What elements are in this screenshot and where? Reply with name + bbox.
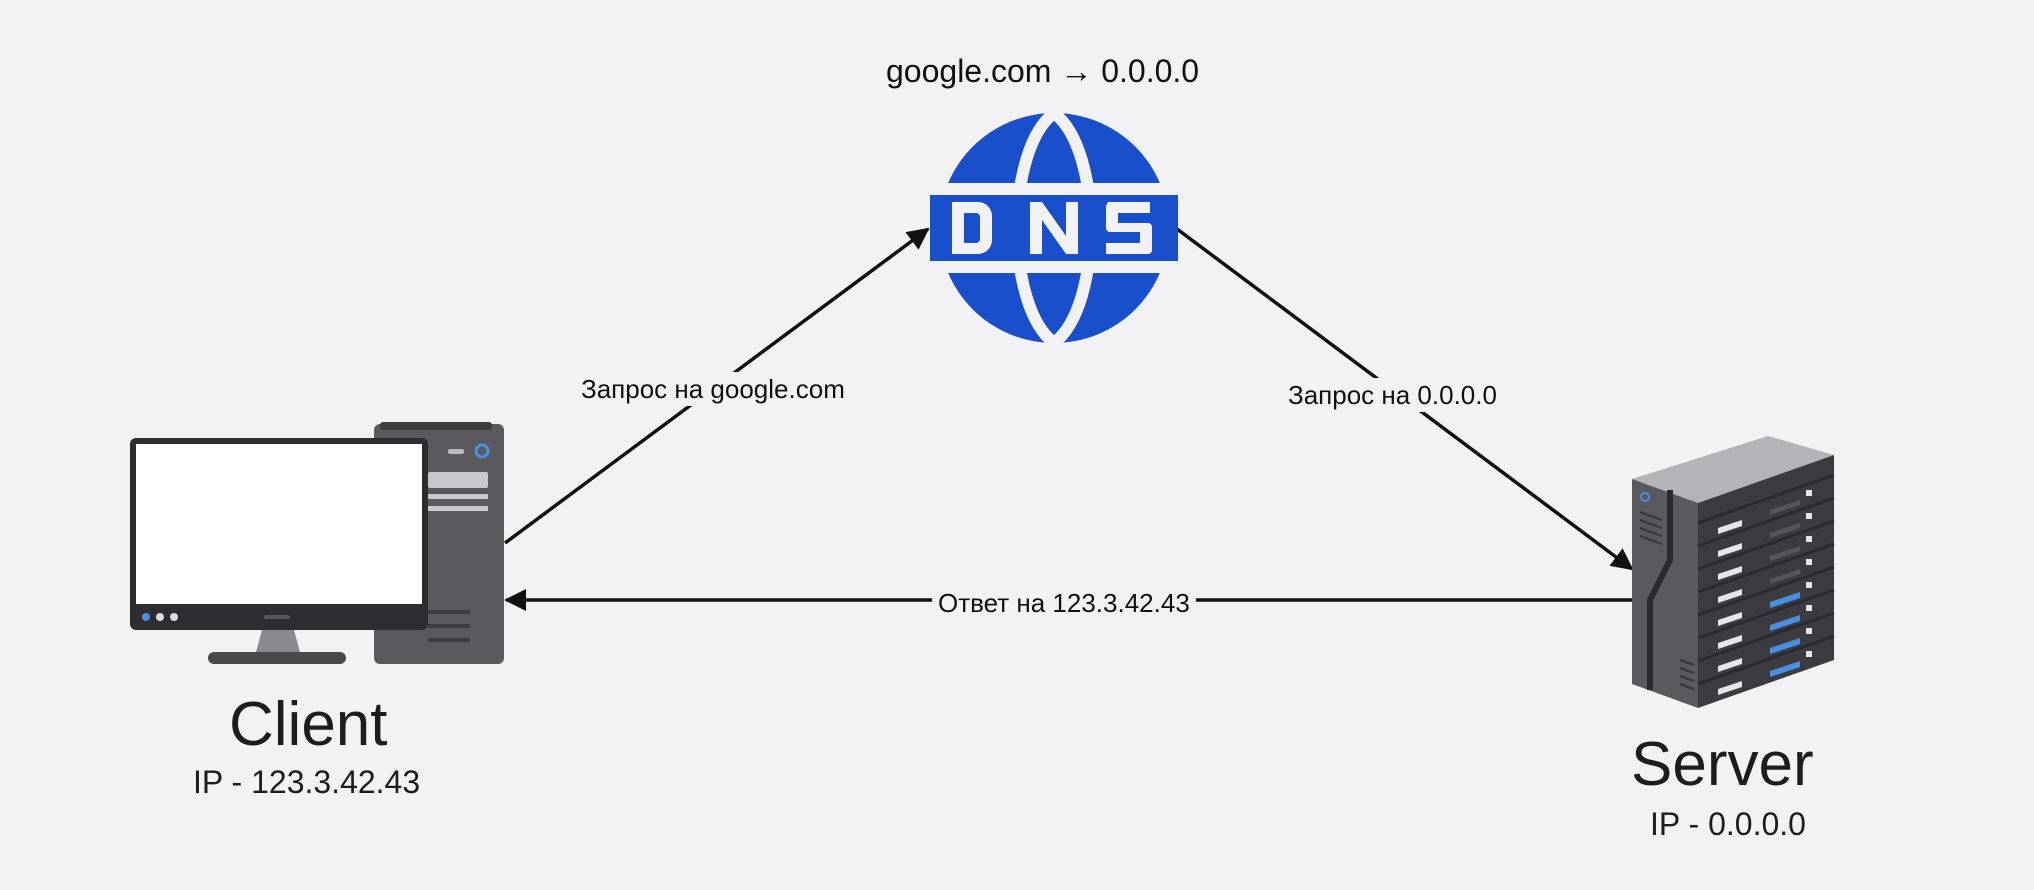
server-rack-icon	[1632, 436, 1835, 708]
client-title: Client	[229, 690, 388, 759]
dns-globe-icon	[930, 108, 1178, 348]
edge-label-client-to-dns: Запрос на google.com	[575, 372, 851, 406]
dns-caption: google.com → 0.0.0.0	[886, 53, 1200, 89]
server-ip: IP - 0.0.0.0	[1650, 806, 1806, 842]
client-ip: IP - 123.3.42.43	[193, 764, 421, 800]
server-title: Server	[1631, 730, 1814, 799]
edge-label-server-to-client: Ответ на 123.3.42.43	[932, 586, 1196, 620]
edge-label-dns-to-server: Запрос на 0.0.0.0	[1282, 378, 1503, 412]
desktop-computer-icon	[130, 422, 504, 664]
